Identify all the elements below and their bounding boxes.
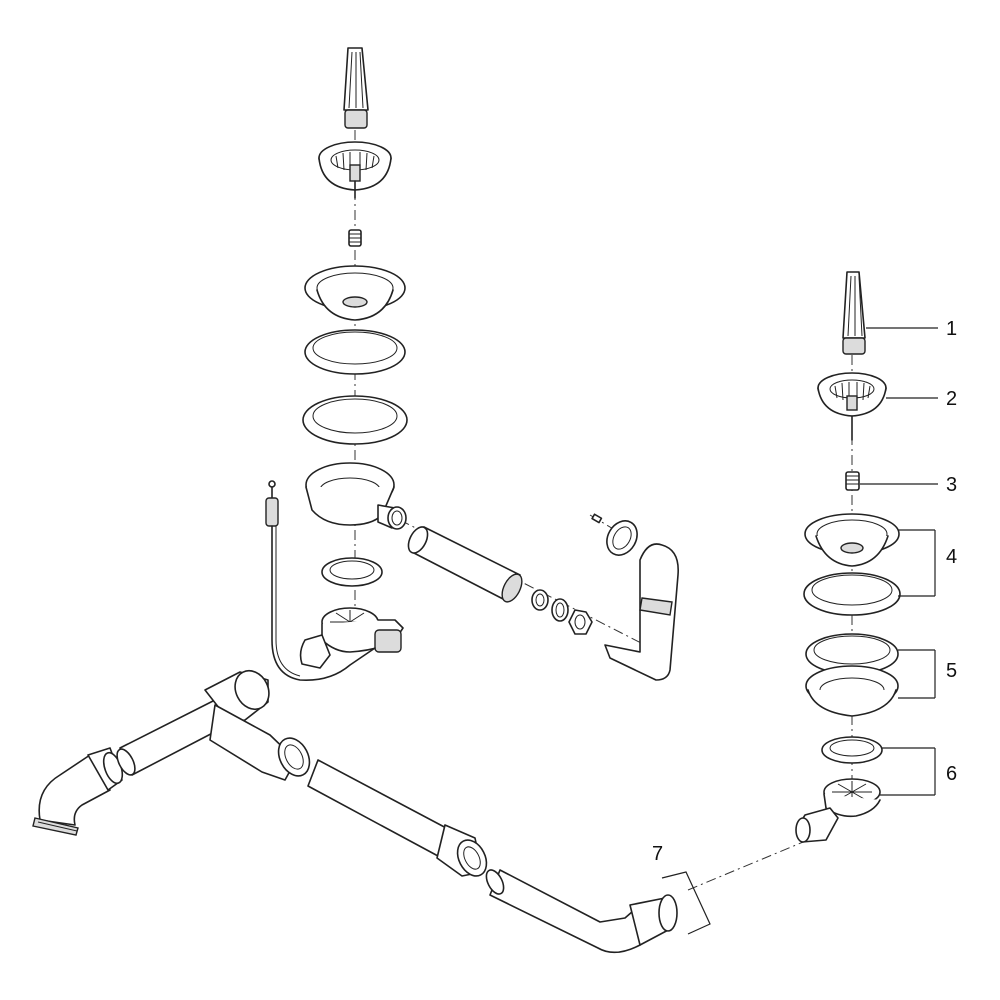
right-strainer-stack	[795, 271, 901, 843]
right-gasket-ring-part	[803, 572, 901, 616]
right-screw-part	[845, 471, 860, 491]
callout-leaders	[661, 327, 938, 935]
callout-6-label: 6	[946, 763, 957, 785]
callout-2-label: 2	[946, 388, 957, 410]
callout-4-label: 4	[946, 546, 957, 568]
callout-5-label: 5	[946, 660, 957, 682]
right-basket-part	[817, 372, 887, 441]
long-drain-pipe	[307, 759, 488, 877]
right-valve-part	[795, 778, 881, 843]
tee-fitting-part	[204, 669, 311, 781]
overflow-pipe-part	[407, 526, 593, 635]
callout-labels: 1 2 3 4 5 6 7	[652, 318, 957, 865]
overflow-head-part	[591, 513, 679, 681]
left-gasket-ring-1	[304, 329, 406, 375]
left-small-ring-part	[321, 557, 383, 587]
left-valve-part	[299, 607, 404, 669]
lower-elbow-part	[485, 869, 678, 954]
left-strainer-stack	[299, 47, 408, 669]
right-small-ring-part	[821, 736, 883, 764]
callout-1-label: 1	[946, 318, 957, 340]
callout-3-label: 3	[946, 474, 957, 496]
right-flange-part	[804, 513, 900, 567]
left-knob-part	[343, 47, 369, 129]
drain-pipe-assembly	[32, 669, 678, 954]
right-knob-part	[842, 271, 866, 355]
callout-7-label: 7	[652, 843, 663, 865]
left-screw-part	[348, 229, 362, 247]
left-gasket-ring-2	[302, 395, 408, 445]
outlet-elbow-part	[32, 747, 124, 836]
overflow-cable-part	[265, 480, 376, 682]
right-bowl-body-part	[805, 665, 899, 717]
left-bowl-body-part	[305, 462, 407, 530]
left-basket-part	[318, 141, 392, 199]
left-flange-part	[304, 265, 406, 321]
assembly-center-lines	[354, 130, 853, 891]
